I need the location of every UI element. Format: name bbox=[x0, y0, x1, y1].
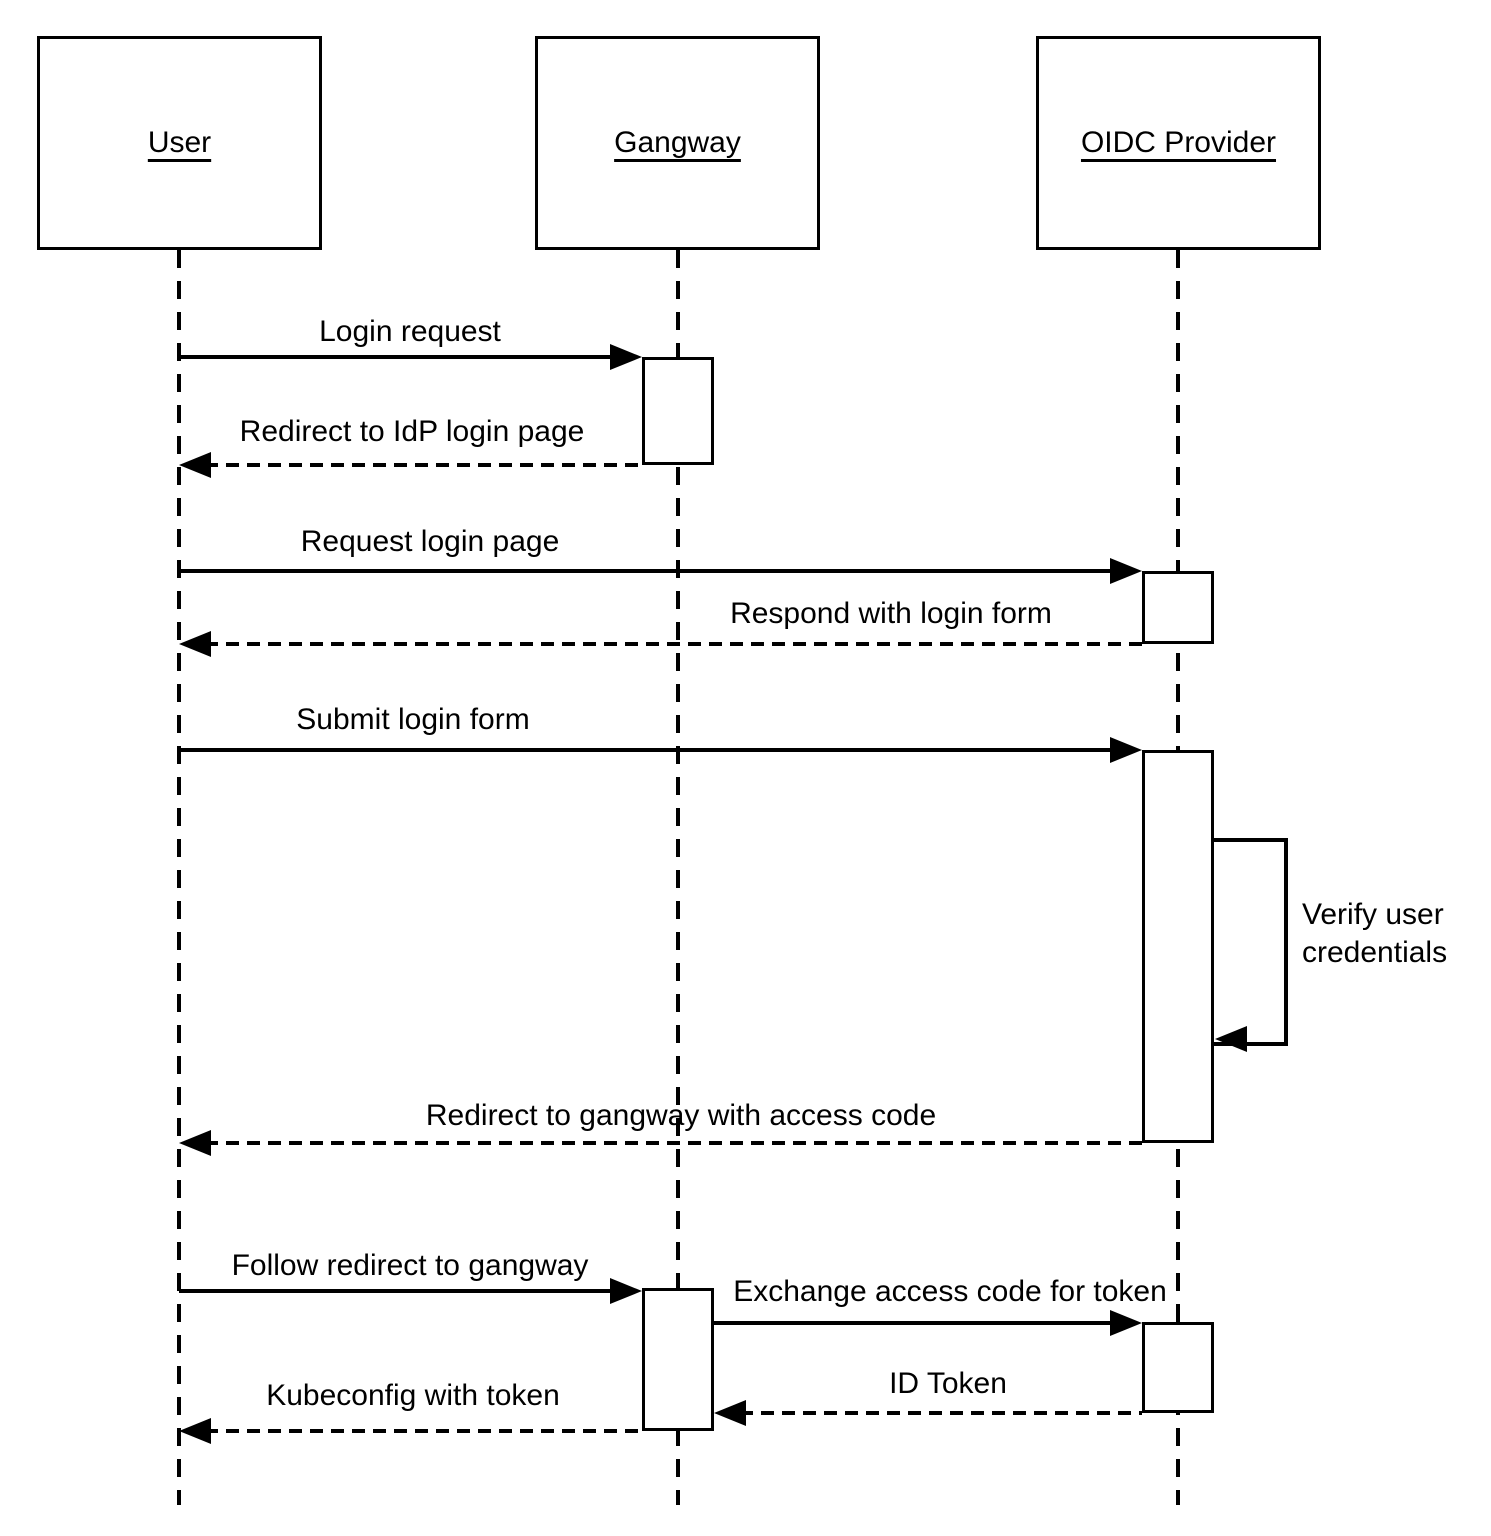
message-line-login-request bbox=[179, 355, 614, 359]
message-label-respond-login-form: Respond with login form bbox=[730, 597, 1052, 630]
arrowhead-left-icon bbox=[714, 1400, 746, 1426]
actor-box-gangway: Gangway bbox=[535, 36, 820, 250]
message-line-redirect-idp bbox=[205, 463, 642, 467]
message-line-kubeconfig bbox=[205, 1429, 642, 1433]
message-line-respond-login-form bbox=[205, 642, 1142, 646]
lifeline-gangway bbox=[676, 250, 680, 1505]
actor-box-user: User bbox=[37, 36, 322, 250]
actor-name-gangway: Gangway bbox=[614, 126, 741, 159]
actor-name-oidc-provider: OIDC Provider bbox=[1080, 126, 1277, 159]
arrowhead-left-icon bbox=[179, 1418, 211, 1444]
activation-gangway-1 bbox=[642, 357, 714, 465]
message-label-redirect-gangway: Redirect to gangway with access code bbox=[425, 1099, 937, 1132]
message-label-kubeconfig: Kubeconfig with token bbox=[266, 1379, 560, 1412]
message-line-id-token bbox=[740, 1411, 1142, 1415]
arrowhead-right-icon bbox=[610, 344, 642, 370]
lifeline-user bbox=[177, 250, 181, 1505]
arrowhead-left-icon bbox=[179, 631, 211, 657]
message-label-exchange-code: Exchange access code for token bbox=[733, 1275, 1167, 1308]
message-label-login-request: Login request bbox=[319, 315, 501, 348]
actor-box-oidc-provider: OIDC Provider bbox=[1036, 36, 1321, 250]
message-label-follow-redirect: Follow redirect to gangway bbox=[231, 1249, 589, 1282]
arrowhead-left-icon bbox=[179, 1130, 211, 1156]
message-label-verify-credentials: Verify user credentials bbox=[1302, 898, 1448, 969]
message-line-follow-redirect bbox=[179, 1289, 614, 1293]
actor-name-user: User bbox=[147, 126, 212, 159]
message-line-submit-login-form bbox=[179, 748, 1114, 752]
arrowhead-right-icon bbox=[1110, 737, 1142, 763]
arrowhead-right-icon bbox=[610, 1278, 642, 1304]
arrowhead-right-icon bbox=[1110, 558, 1142, 584]
message-line-exchange-code bbox=[714, 1321, 1114, 1325]
message-line-request-login-page bbox=[179, 569, 1114, 573]
message-line-redirect-gangway bbox=[205, 1141, 1142, 1145]
activation-oidc-2 bbox=[1142, 750, 1214, 1143]
arrowhead-left-icon bbox=[1215, 1026, 1247, 1052]
message-label-submit-login-form: Submit login form bbox=[296, 703, 530, 736]
self-message-loop bbox=[1214, 838, 1288, 1046]
activation-gangway-2 bbox=[642, 1288, 714, 1431]
message-label-request-login-page: Request login page bbox=[300, 525, 560, 558]
message-label-redirect-idp: Redirect to IdP login page bbox=[239, 415, 585, 448]
activation-oidc-1 bbox=[1142, 571, 1214, 644]
arrowhead-right-icon bbox=[1110, 1310, 1142, 1336]
activation-oidc-3 bbox=[1142, 1322, 1214, 1413]
arrowhead-left-icon bbox=[179, 452, 211, 478]
message-label-id-token: ID Token bbox=[889, 1367, 1007, 1400]
